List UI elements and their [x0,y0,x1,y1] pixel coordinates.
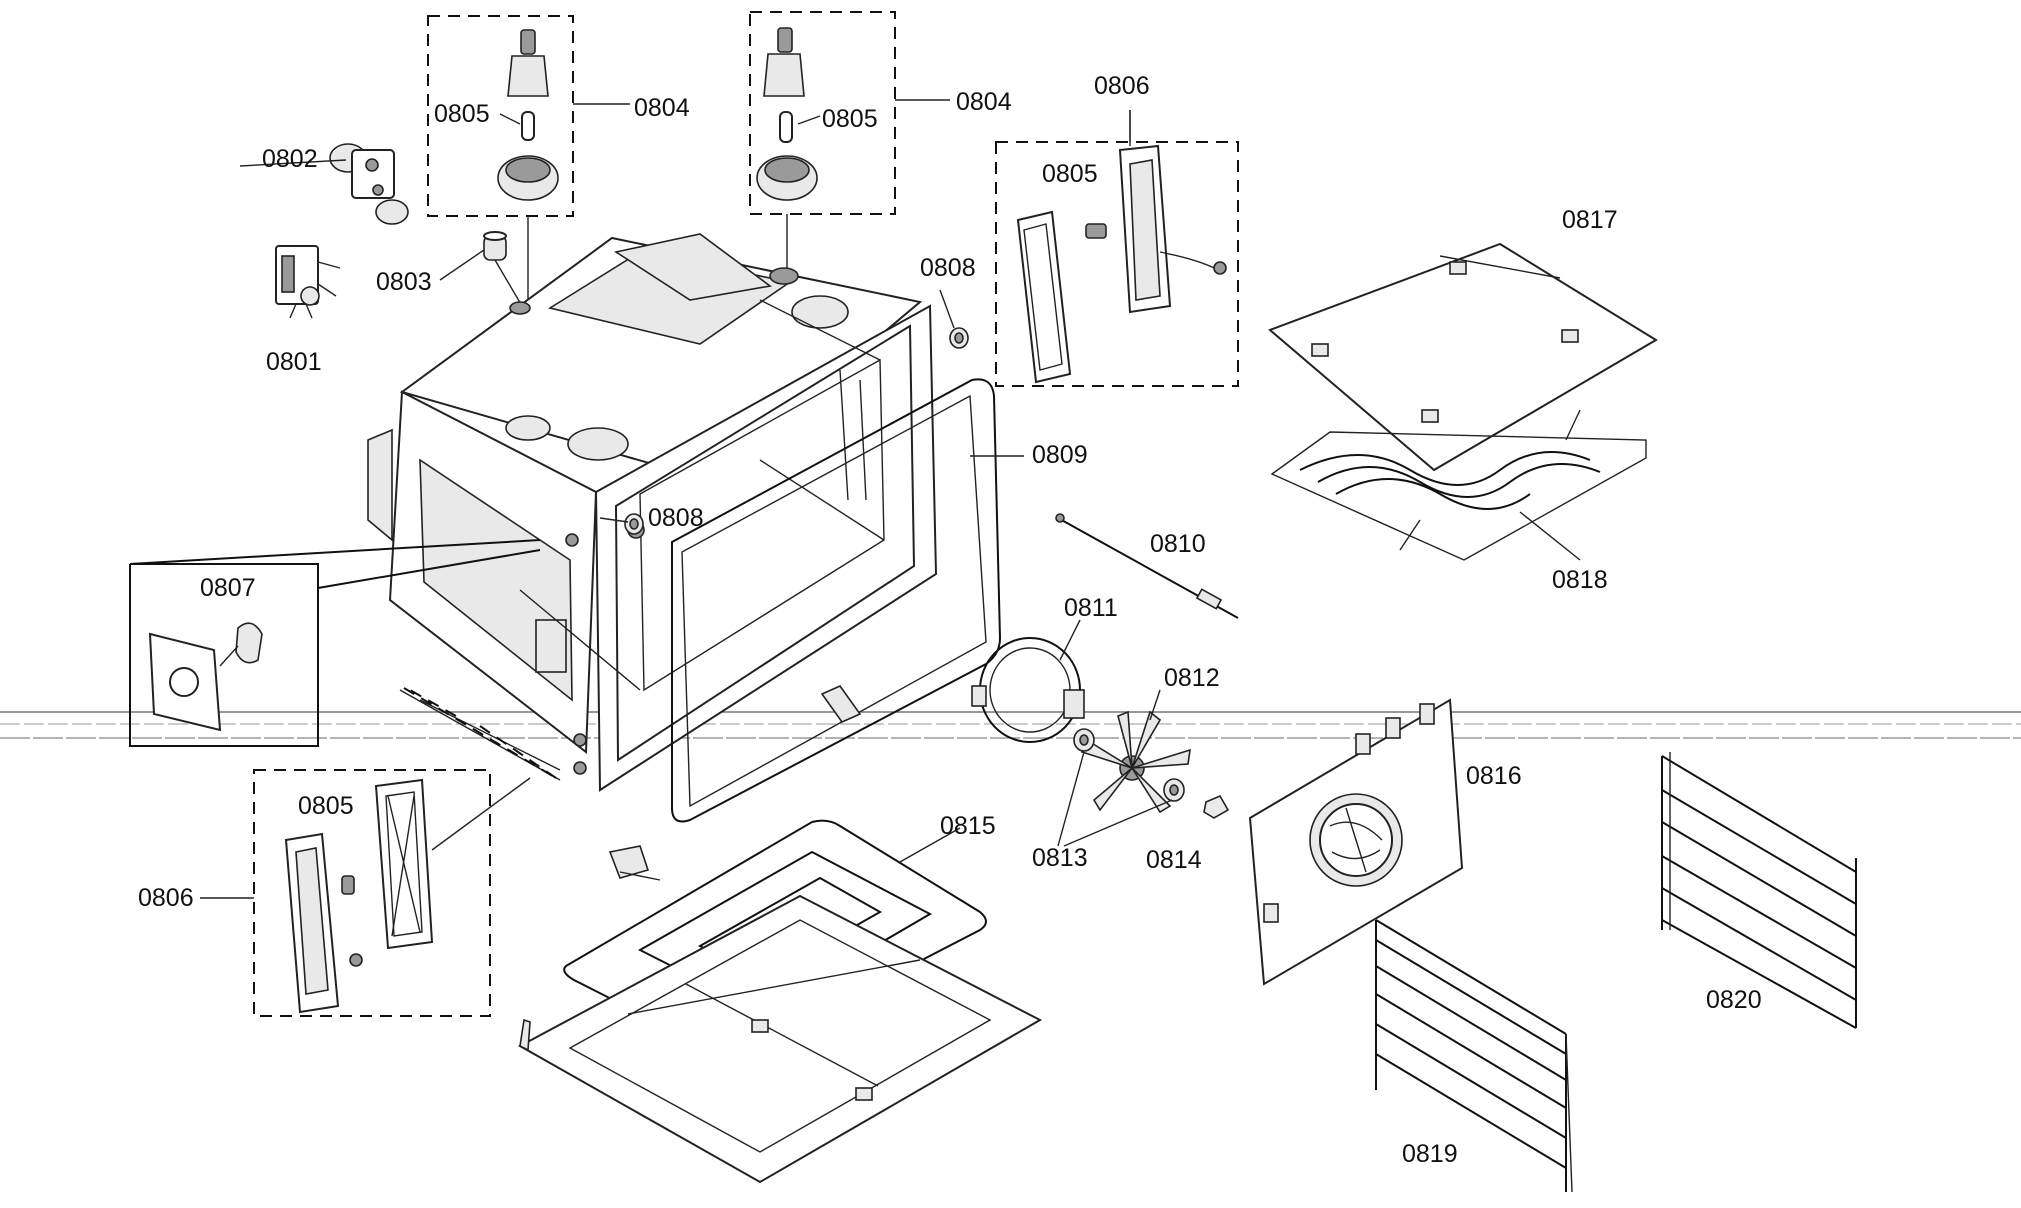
part-0816-fan-cover [1248,698,1464,986]
part-0813-washers [1073,728,1185,802]
part-0803-bushing [483,231,523,307]
label-0805-right-lamp: 0805 [822,105,878,133]
lamp-assembly-right [749,11,950,272]
part-0820-rack [1661,752,1857,1029]
part-0808-grommet-top [949,327,969,349]
part-0801-switch [275,245,341,319]
scan-lines [0,711,2021,739]
leader-lines [200,110,1581,899]
label-0815: 0815 [940,812,996,840]
label-0804-left: 0804 [634,94,690,122]
label-0818: 0818 [1552,566,1608,594]
oven-cavity [367,233,938,792]
part-0802-thermostat [329,143,409,225]
part-0814-nut [1203,794,1230,819]
dashed-connectors [403,687,557,779]
label-0808-mid: 0808 [648,504,704,532]
label-0805-right-light: 0805 [1042,160,1098,188]
light-assembly-right [995,110,1239,387]
label-0801: 0801 [266,348,322,376]
label-0803: 0803 [376,268,432,296]
part-0808-grommet-mid [624,513,644,535]
label-0807: 0807 [200,574,256,602]
part-0811-ring-element [971,637,1085,743]
part-0810-sensor [1055,513,1239,619]
label-0812: 0812 [1164,664,1220,692]
label-0806-left: 0806 [138,884,194,912]
label-0809: 0809 [1032,441,1088,469]
part-0818-broil-element [1270,409,1647,561]
label-0816: 0816 [1466,762,1522,790]
label-0814: 0814 [1146,846,1202,874]
part-0812-fan [1080,710,1191,814]
part-0817-cover-plate [1268,242,1658,472]
part-labels: 0801 0802 0803 0804 0804 0805 0805 0805 … [138,72,1762,1168]
lamp-assembly-left [427,15,630,420]
label-0805-left-lamp: 0805 [434,100,490,128]
label-0819: 0819 [1402,1140,1458,1168]
light-assembly-left [253,769,531,1017]
label-0802: 0802 [262,145,318,173]
label-0813: 0813 [1032,844,1088,872]
label-0805-left-light: 0805 [298,792,354,820]
label-0820: 0820 [1706,986,1762,1014]
part-0807-callout [129,539,541,747]
part-0815-tray [517,894,1043,1184]
label-0808-top: 0808 [920,254,976,282]
label-0817: 0817 [1562,206,1618,234]
label-0806-right: 0806 [1094,72,1150,100]
part-0819-rack [1375,919,1573,1193]
label-0810: 0810 [1150,530,1206,558]
label-0811: 0811 [1064,594,1118,622]
label-0804-right: 0804 [956,88,1012,116]
